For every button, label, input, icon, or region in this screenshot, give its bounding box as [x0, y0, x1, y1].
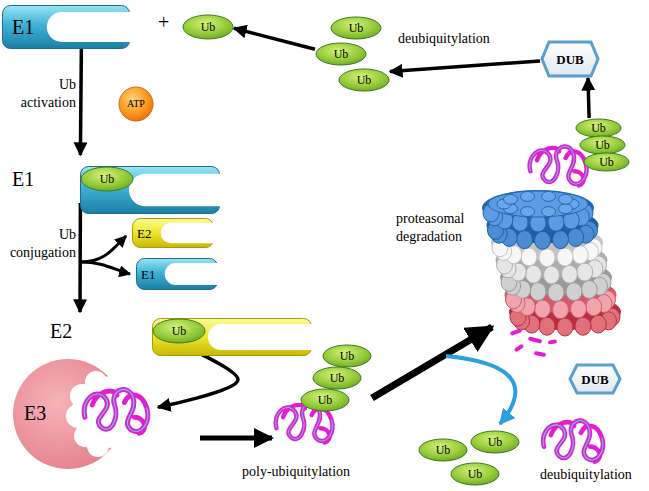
label-text: Ub activation	[21, 77, 76, 110]
ubiquitin-label: Ub	[201, 21, 216, 33]
enzyme-shape: E1	[2, 5, 130, 49]
ubiquitin-label: Ub	[599, 156, 614, 168]
ubiquitin-label: Ub	[334, 48, 349, 60]
ubiquitin-label: Ub	[330, 372, 345, 384]
process-arrow	[588, 78, 589, 118]
ubiquitin-label: Ub	[100, 173, 115, 185]
process-arrow	[234, 28, 315, 49]
ubiquitin-node: Ub	[579, 135, 626, 155]
step-label: Ub conjugation	[2, 226, 76, 261]
ubiquitin-node: Ub	[315, 42, 367, 66]
deubiquitylation-arrow	[446, 356, 515, 424]
enzyme-shape: E2	[132, 218, 214, 248]
substrate-protein	[543, 421, 603, 462]
ubiquitin-node: Ub	[312, 366, 362, 390]
node-label: E2	[137, 227, 151, 240]
ubiquitin-node: Ub	[338, 68, 390, 92]
ubiquitin-node: Ub	[470, 430, 520, 454]
enzyme-shape: Ub E1	[2, 155, 142, 203]
ubiquitin-label: Ub	[595, 139, 610, 151]
dub-hexagon: DUB	[540, 40, 600, 78]
atp-circle: ATP	[118, 86, 154, 122]
ubiquitin-label: Ub	[488, 436, 503, 448]
ubiquitin-label: Ub	[591, 122, 606, 134]
node-label: E1	[12, 169, 34, 189]
ubiquitin-node: Ub	[300, 388, 350, 412]
step-label: deubiquitylation	[540, 466, 646, 484]
dub-hexagon: DUB	[568, 363, 622, 395]
label-text: deubiquitylation	[398, 31, 490, 46]
step-label: proteasomal degradation	[396, 210, 480, 245]
ubiquitin-node: Ub	[418, 438, 468, 462]
label-text: Ub conjugation	[10, 227, 76, 260]
enzyme-shape: E1	[136, 258, 218, 290]
node-label: E1	[141, 268, 155, 281]
label-text: poly-ubiquitylation	[242, 464, 350, 479]
proteasome	[482, 190, 621, 336]
process-arrow	[78, 203, 82, 312]
node-label: DUB	[556, 53, 583, 66]
node-label: DUB	[581, 373, 608, 386]
ubiquitin-node: Ub	[152, 318, 206, 344]
ubiquitin-node: Ub	[450, 462, 500, 486]
ubiquitin-node: Ub	[575, 118, 622, 138]
e3-ligase: E3	[8, 356, 158, 470]
ubiquitin-label: Ub	[172, 325, 187, 337]
ubiquitin-label: Ub	[436, 444, 451, 456]
peptide-fragments	[510, 328, 558, 357]
process-arrow	[200, 436, 272, 441]
node-label: ATP	[127, 99, 145, 109]
ubiquitin-label: Ub	[357, 74, 372, 86]
ubiquitin-label: Ub	[468, 468, 483, 480]
ubiquitin-node: Ub	[330, 16, 382, 40]
ubiquitin-label: Ub	[318, 394, 333, 406]
ubiquitin-node: Ub	[322, 344, 372, 368]
ubiquitin-node: Ub	[80, 166, 134, 192]
process-arrow	[372, 327, 492, 398]
step-label: Ub activation	[2, 76, 76, 111]
ubiquitin-label: Ub	[349, 22, 364, 34]
substrate-protein	[530, 146, 587, 185]
fork-line	[81, 262, 130, 274]
step-label: deubiquitylation	[398, 30, 508, 48]
enzyme-shape: Ub E2	[40, 312, 200, 350]
fork-line	[81, 236, 126, 262]
node-label: E3	[24, 403, 46, 423]
ubiquitin-node: Ub	[182, 14, 234, 40]
node-label: E2	[50, 321, 72, 341]
label-text: proteasomal degradation	[396, 211, 464, 244]
label-text: deubiquitylation	[540, 467, 632, 482]
label-text: +	[158, 11, 169, 33]
step-label: poly-ubiquitylation	[242, 463, 372, 481]
plus-sign: +	[158, 10, 178, 35]
process-arrow	[390, 61, 540, 72]
ubiquitin-label: Ub	[340, 350, 355, 362]
ubiquitin-node: Ub	[583, 152, 630, 172]
process-arrow	[79, 49, 83, 155]
node-label: E1	[12, 17, 34, 37]
